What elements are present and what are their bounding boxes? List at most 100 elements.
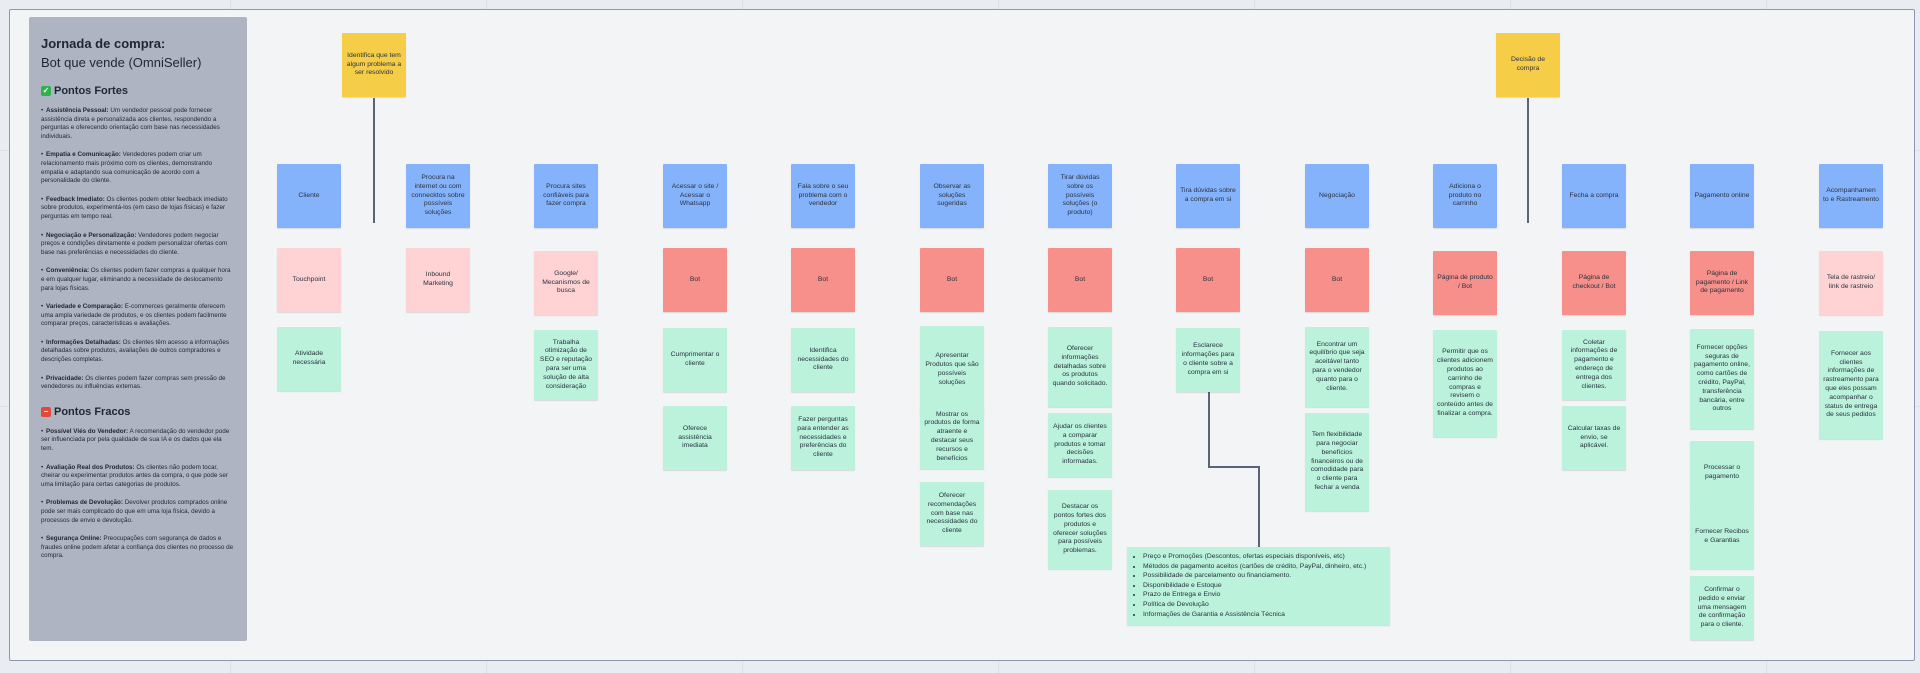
touchpoint-note[interactable]: Bot: [1305, 248, 1369, 312]
point-text: Os clientes podem fazer compras a qualqu…: [41, 267, 231, 292]
note-text: Touchpoint: [292, 275, 326, 283]
stage-note[interactable]: Procura na internet ou com connecktos so…: [406, 164, 470, 228]
touchpoint-note[interactable]: Bot: [920, 248, 984, 312]
sidebar-point: •Privacidade: Os clientes podem fazer co…: [41, 375, 235, 392]
stage-note[interactable]: Acessar o site / Acessar o Whatsapp: [663, 164, 727, 228]
note-text: Coletar informações de pagamento e ender…: [1570, 338, 1618, 390]
sidebar-point: •Empatia e Comunicação: Vendedores podem…: [41, 151, 235, 185]
note-text: Bot: [1202, 275, 1214, 283]
touchpoint-note[interactable]: Página de pagamento / Link de pagamento: [1690, 251, 1754, 315]
activity-note[interactable]: Cumprimentar o cliente: [663, 328, 727, 392]
touchpoint-note[interactable]: Bot: [1176, 248, 1240, 312]
activity-note[interactable]: Identifica necessidades do cliente: [791, 328, 855, 392]
sidebar-title: Jornada de compra:: [41, 36, 166, 51]
bullet-icon: •: [41, 338, 44, 346]
note-text: Fazer perguntas para entender as necessi…: [797, 416, 849, 459]
point-text: A recomendação do vendedor pode ser infl…: [41, 427, 230, 453]
stage-note[interactable]: Adiciona o produto no carrinho: [1433, 164, 1497, 228]
activity-note[interactable]: Fornecer opções seguras de pagamento onl…: [1690, 329, 1754, 429]
touchpoint-note[interactable]: Touchpoint: [277, 248, 341, 312]
point-text: Os clientes podem fazer compras sem pres…: [41, 374, 226, 391]
sidebar-point: •Conveniência: Os clientes podem fazer c…: [41, 267, 235, 293]
stage-note[interactable]: Procura sites confiáveis para fazer comp…: [534, 164, 598, 228]
stage-note[interactable]: Observar as soluções sugeridas: [920, 164, 984, 228]
note-text: Acessar o site / Acessar o Whatsapp: [671, 182, 719, 208]
note-text: Página de produto / Bot: [1437, 274, 1493, 290]
touchpoint-note[interactable]: Tela de rastreio/ link de rastreio: [1819, 251, 1883, 315]
activity-note[interactable]: Fazer perguntas para entender as necessi…: [791, 406, 855, 470]
activity-note[interactable]: Destacar os pontos fortes dos produtos e…: [1048, 490, 1112, 569]
stage-note[interactable]: Acompanhamen to e Rastreamento: [1819, 164, 1883, 228]
activity-note[interactable]: Tem flexibilidade para negociar benefíci…: [1305, 413, 1369, 511]
stage-note[interactable]: Fala sobre o seu problema com o vendedor: [791, 164, 855, 228]
touchpoint-note[interactable]: Página de produto / Bot: [1433, 251, 1497, 315]
strengths-list: •Assistência Pessoal: Um vendedor pessoa…: [41, 107, 235, 392]
sidebar-panel[interactable]: Jornada de compra: Bot que vende (OmniSe…: [29, 17, 247, 641]
touchpoint-note[interactable]: Google/ Mecanismos de busca: [534, 251, 598, 315]
connector-line: [1527, 98, 1529, 223]
activity-note[interactable]: Ajudar os clientes a comparar produtos e…: [1048, 413, 1112, 477]
note-text: Ajudar os clientes a comparar produtos e…: [1053, 423, 1107, 466]
weaknesses-title: Pontos Fracos: [54, 405, 131, 418]
note-text: Fecha a compra: [1569, 191, 1619, 199]
point-text: Um vendedor pessoal pode fornecer assist…: [41, 107, 220, 140]
note-text: Fornecer opções seguras de pagamento onl…: [1694, 343, 1750, 413]
activity-note[interactable]: Atividade necessária: [277, 327, 341, 391]
activity-note[interactable]: Fornecer Recibos e Garantias: [1690, 505, 1754, 569]
touchpoint-note[interactable]: Bot: [791, 248, 855, 312]
activity-note[interactable]: Oferece assistência imediata: [663, 406, 727, 470]
stage-note[interactable]: Pagamento online: [1690, 164, 1754, 228]
activity-note[interactable]: Esclarece informações para o cliente sob…: [1176, 328, 1240, 392]
touchpoint-note[interactable]: Inbound Marketing: [406, 248, 470, 312]
touchpoint-note[interactable]: Bot: [1048, 248, 1112, 312]
activity-note[interactable]: Fornecer aos clientes informações de ras…: [1819, 331, 1883, 439]
purchase-info-item: Prazo de Entrega e Envio: [1143, 590, 1382, 600]
touchpoint-note[interactable]: Bot: [663, 248, 727, 312]
note-text: Página de checkout / Bot: [1572, 274, 1616, 290]
note-text: Esclarece informações para o cliente sob…: [1181, 342, 1235, 376]
stage-note[interactable]: Cliente: [277, 164, 341, 228]
sidebar-point: •Informações Detalhadas: Os clientes têm…: [41, 339, 235, 365]
note-text: Identifica que tem algum problema a ser …: [346, 51, 402, 77]
activity-note[interactable]: Calcular taxas de envio, se aplicável.: [1562, 406, 1626, 470]
note-text: Procura na internet ou com connecktos so…: [411, 174, 465, 217]
note-text: Cumprimentar o cliente: [670, 351, 720, 367]
note-text: Apresentar Produtos que são possíveis so…: [925, 352, 979, 386]
note-text: Observar as soluções sugeridas: [933, 182, 971, 208]
sidebar-point: •Problemas de Devolução: Devolver produt…: [41, 499, 235, 525]
touchpoint-note[interactable]: Página de checkout / Bot: [1562, 251, 1626, 315]
activity-note[interactable]: Oferecer recomendações com base nas nece…: [920, 482, 984, 546]
note-text: Permitir que os clientes adicionem produ…: [1437, 348, 1493, 417]
note-text: Negociação: [1319, 191, 1355, 199]
stage-note[interactable]: Fecha a compra: [1562, 164, 1626, 228]
note-text: Cliente: [298, 191, 320, 199]
point-text: Os clientes têm acesso a informações det…: [41, 338, 230, 364]
connector-line: [1208, 392, 1210, 467]
stage-note[interactable]: Negociação: [1305, 164, 1369, 228]
activity-note[interactable]: Apresentar Produtos que são possíveis so…: [920, 326, 984, 414]
activity-note[interactable]: Confirmar o pedido e enviar uma mensagem…: [1690, 576, 1754, 640]
activity-note[interactable]: Encontrar um equilíbrio que seja aceitáv…: [1305, 327, 1369, 407]
note-text: Tem flexibilidade para negociar benefíci…: [1310, 431, 1364, 491]
stage-note[interactable]: Tirar dúvidas sobre os possíveis soluçõe…: [1048, 164, 1112, 228]
activity-note[interactable]: Oferecer informações detalhadas sobre os…: [1048, 327, 1112, 407]
connector-line: [373, 98, 375, 223]
note-text: Mostrar os produtos de forma atraente e …: [924, 410, 980, 462]
bullet-icon: •: [41, 499, 44, 507]
note-text: Identifica necessidades do cliente: [797, 346, 849, 372]
sticky-note-problem[interactable]: Identifica que tem algum problema a ser …: [342, 33, 406, 97]
activity-note[interactable]: Coletar informações de pagamento e ender…: [1562, 330, 1626, 400]
note-text: Calcular taxas de envio, se aplicável.: [1567, 424, 1621, 450]
purchase-info-note[interactable]: Preço e Promoções (Descontos, ofertas es…: [1127, 547, 1390, 625]
purchase-info-item: Possibilidade de parcelamento ou financi…: [1143, 571, 1382, 581]
stage-note[interactable]: Tira dúvidas sobre a compra em si: [1176, 164, 1240, 228]
sticky-note-decision[interactable]: Decisão de compra: [1496, 33, 1560, 97]
sidebar-point: •Assistência Pessoal: Um vendedor pessoa…: [41, 107, 235, 141]
note-text: Decisão de compra: [1510, 56, 1545, 72]
activity-note[interactable]: Permitir que os clientes adicionem produ…: [1433, 330, 1497, 437]
activity-note[interactable]: Processar o pagamento: [1690, 441, 1754, 505]
bullet-icon: •: [41, 427, 44, 435]
activity-note[interactable]: Trabalha otimização de SEO e reputação p…: [534, 330, 598, 400]
activity-note[interactable]: Mostrar os produtos de forma atraente e …: [920, 405, 984, 469]
purchase-info-item: Política de Devolução: [1143, 600, 1382, 610]
